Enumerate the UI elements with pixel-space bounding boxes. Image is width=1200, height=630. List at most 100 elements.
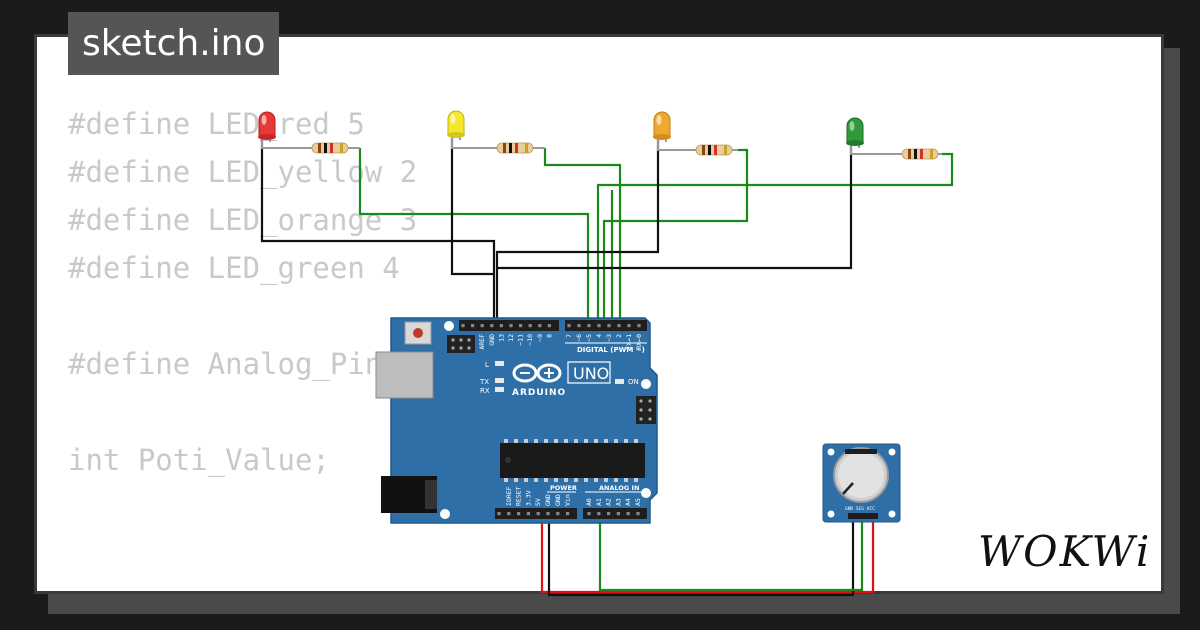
header-pin[interactable] — [597, 324, 601, 328]
power-header — [495, 508, 577, 519]
led-yellow[interactable] — [447, 110, 485, 149]
icsp-header-small — [447, 335, 475, 353]
wokwi-logo: WOKWi — [978, 527, 1152, 576]
wire-red-5v[interactable] — [540, 512, 875, 594]
chip-pin — [534, 478, 538, 482]
resistor-orange — [690, 144, 738, 156]
header-pin[interactable] — [556, 512, 560, 516]
knob-indicator — [842, 482, 854, 495]
tx-led — [495, 378, 504, 383]
header-pin[interactable] — [607, 324, 611, 328]
header-pin[interactable] — [536, 512, 540, 516]
header-pin[interactable] — [547, 324, 551, 328]
pin-label: RESET — [515, 486, 523, 506]
header-pin[interactable] — [567, 324, 571, 328]
code-line: #define LED_orange 3 — [68, 203, 418, 237]
header-pin[interactable] — [587, 512, 591, 516]
arduino-logo-icon — [512, 363, 562, 383]
header-pin[interactable] — [597, 512, 601, 516]
wire-black-orange-led[interactable] — [495, 140, 660, 326]
logo-symbols — [520, 368, 554, 378]
header-pin[interactable] — [637, 324, 641, 328]
chip-pin — [624, 478, 628, 482]
header-pin[interactable] — [538, 324, 542, 328]
header-pin[interactable] — [490, 324, 494, 328]
chip-pins — [504, 439, 638, 482]
chip-pin — [544, 439, 548, 443]
pin-label: A1 — [595, 498, 603, 506]
header-pin[interactable] — [626, 512, 630, 516]
atmega-chip — [500, 443, 645, 478]
header-pin[interactable] — [546, 512, 550, 516]
icsp-header-right — [636, 396, 656, 424]
led-orange[interactable] — [653, 111, 690, 151]
header-pin[interactable] — [517, 512, 521, 516]
wire-black-yellow-led[interactable] — [450, 138, 494, 276]
header-pin[interactable] — [528, 324, 532, 328]
wire-green-a0[interactable] — [598, 512, 864, 592]
wire-black-gnd[interactable] — [547, 512, 855, 597]
chip-pin — [614, 439, 618, 443]
chip-pin — [504, 478, 508, 482]
wire-green-yellow-led[interactable] — [543, 148, 622, 326]
header-pin[interactable] — [616, 512, 620, 516]
file-tab[interactable]: sketch.ino — [68, 12, 280, 75]
chip-pin — [504, 439, 508, 443]
header-pin[interactable] — [636, 512, 640, 516]
mount-hole — [641, 488, 651, 498]
wire-green-orange-led[interactable] — [602, 148, 749, 326]
header-pin[interactable] — [587, 324, 591, 328]
pin-label: RX←0 — [635, 334, 643, 350]
pin-label: A4 — [624, 498, 632, 506]
l-led — [495, 361, 504, 366]
header-pin[interactable] — [507, 512, 511, 516]
header-pin[interactable] — [499, 324, 503, 328]
pin-label: ~6 — [575, 334, 583, 342]
pin-label: A0 — [585, 498, 593, 506]
potentiometer[interactable]: GND SIG VCC — [822, 443, 901, 523]
uno-badge — [567, 361, 611, 384]
chip-pin — [634, 478, 638, 482]
power-label: POWER — [550, 484, 577, 492]
digital-label: DIGITAL (PWM ~) — [577, 346, 645, 354]
usb-port[interactable] — [375, 351, 434, 399]
digital-pin-holes[interactable] — [461, 324, 641, 328]
bottom-pin-holes[interactable] — [497, 512, 640, 516]
pin-label: GND — [488, 334, 496, 346]
arduino-wordmark: ARDUINO — [512, 388, 566, 398]
chip-pin — [574, 439, 578, 443]
header-pin[interactable] — [497, 512, 501, 516]
pin-label: TX→1 — [625, 334, 633, 350]
code-listing: #define LED_red 5 #define LED_yellow 2 #… — [68, 100, 435, 484]
header-pin[interactable] — [471, 324, 475, 328]
chip-pin — [594, 439, 598, 443]
pin-label: GND — [544, 494, 552, 506]
pin-label: 3.3V — [524, 490, 532, 506]
wire-black-green-led[interactable] — [497, 145, 853, 270]
analog-header — [583, 508, 647, 519]
pot-pin-header — [848, 513, 878, 519]
chip-pin — [524, 478, 528, 482]
header-pin[interactable] — [480, 324, 484, 328]
chip-pin — [584, 478, 588, 482]
header-pin[interactable] — [461, 324, 465, 328]
header-pin[interactable] — [627, 324, 631, 328]
header-pin[interactable] — [526, 512, 530, 516]
wire-green-green-led[interactable] — [596, 152, 954, 326]
pin-label: ~10 — [526, 334, 534, 346]
header-pin[interactable] — [566, 512, 570, 516]
analog-label: ANALOG IN — [599, 484, 639, 492]
led-red[interactable] — [258, 111, 300, 149]
header-pin[interactable] — [577, 324, 581, 328]
led-green[interactable] — [846, 117, 895, 155]
header-pin[interactable] — [617, 324, 621, 328]
pin-label: ~11 — [517, 334, 525, 346]
header-pin[interactable] — [509, 324, 513, 328]
header-pin[interactable] — [607, 512, 611, 516]
wire-green-red-led[interactable] — [358, 148, 590, 326]
on-led — [615, 379, 624, 384]
header-pin[interactable] — [519, 324, 523, 328]
wire-black-red-led[interactable] — [260, 140, 496, 326]
